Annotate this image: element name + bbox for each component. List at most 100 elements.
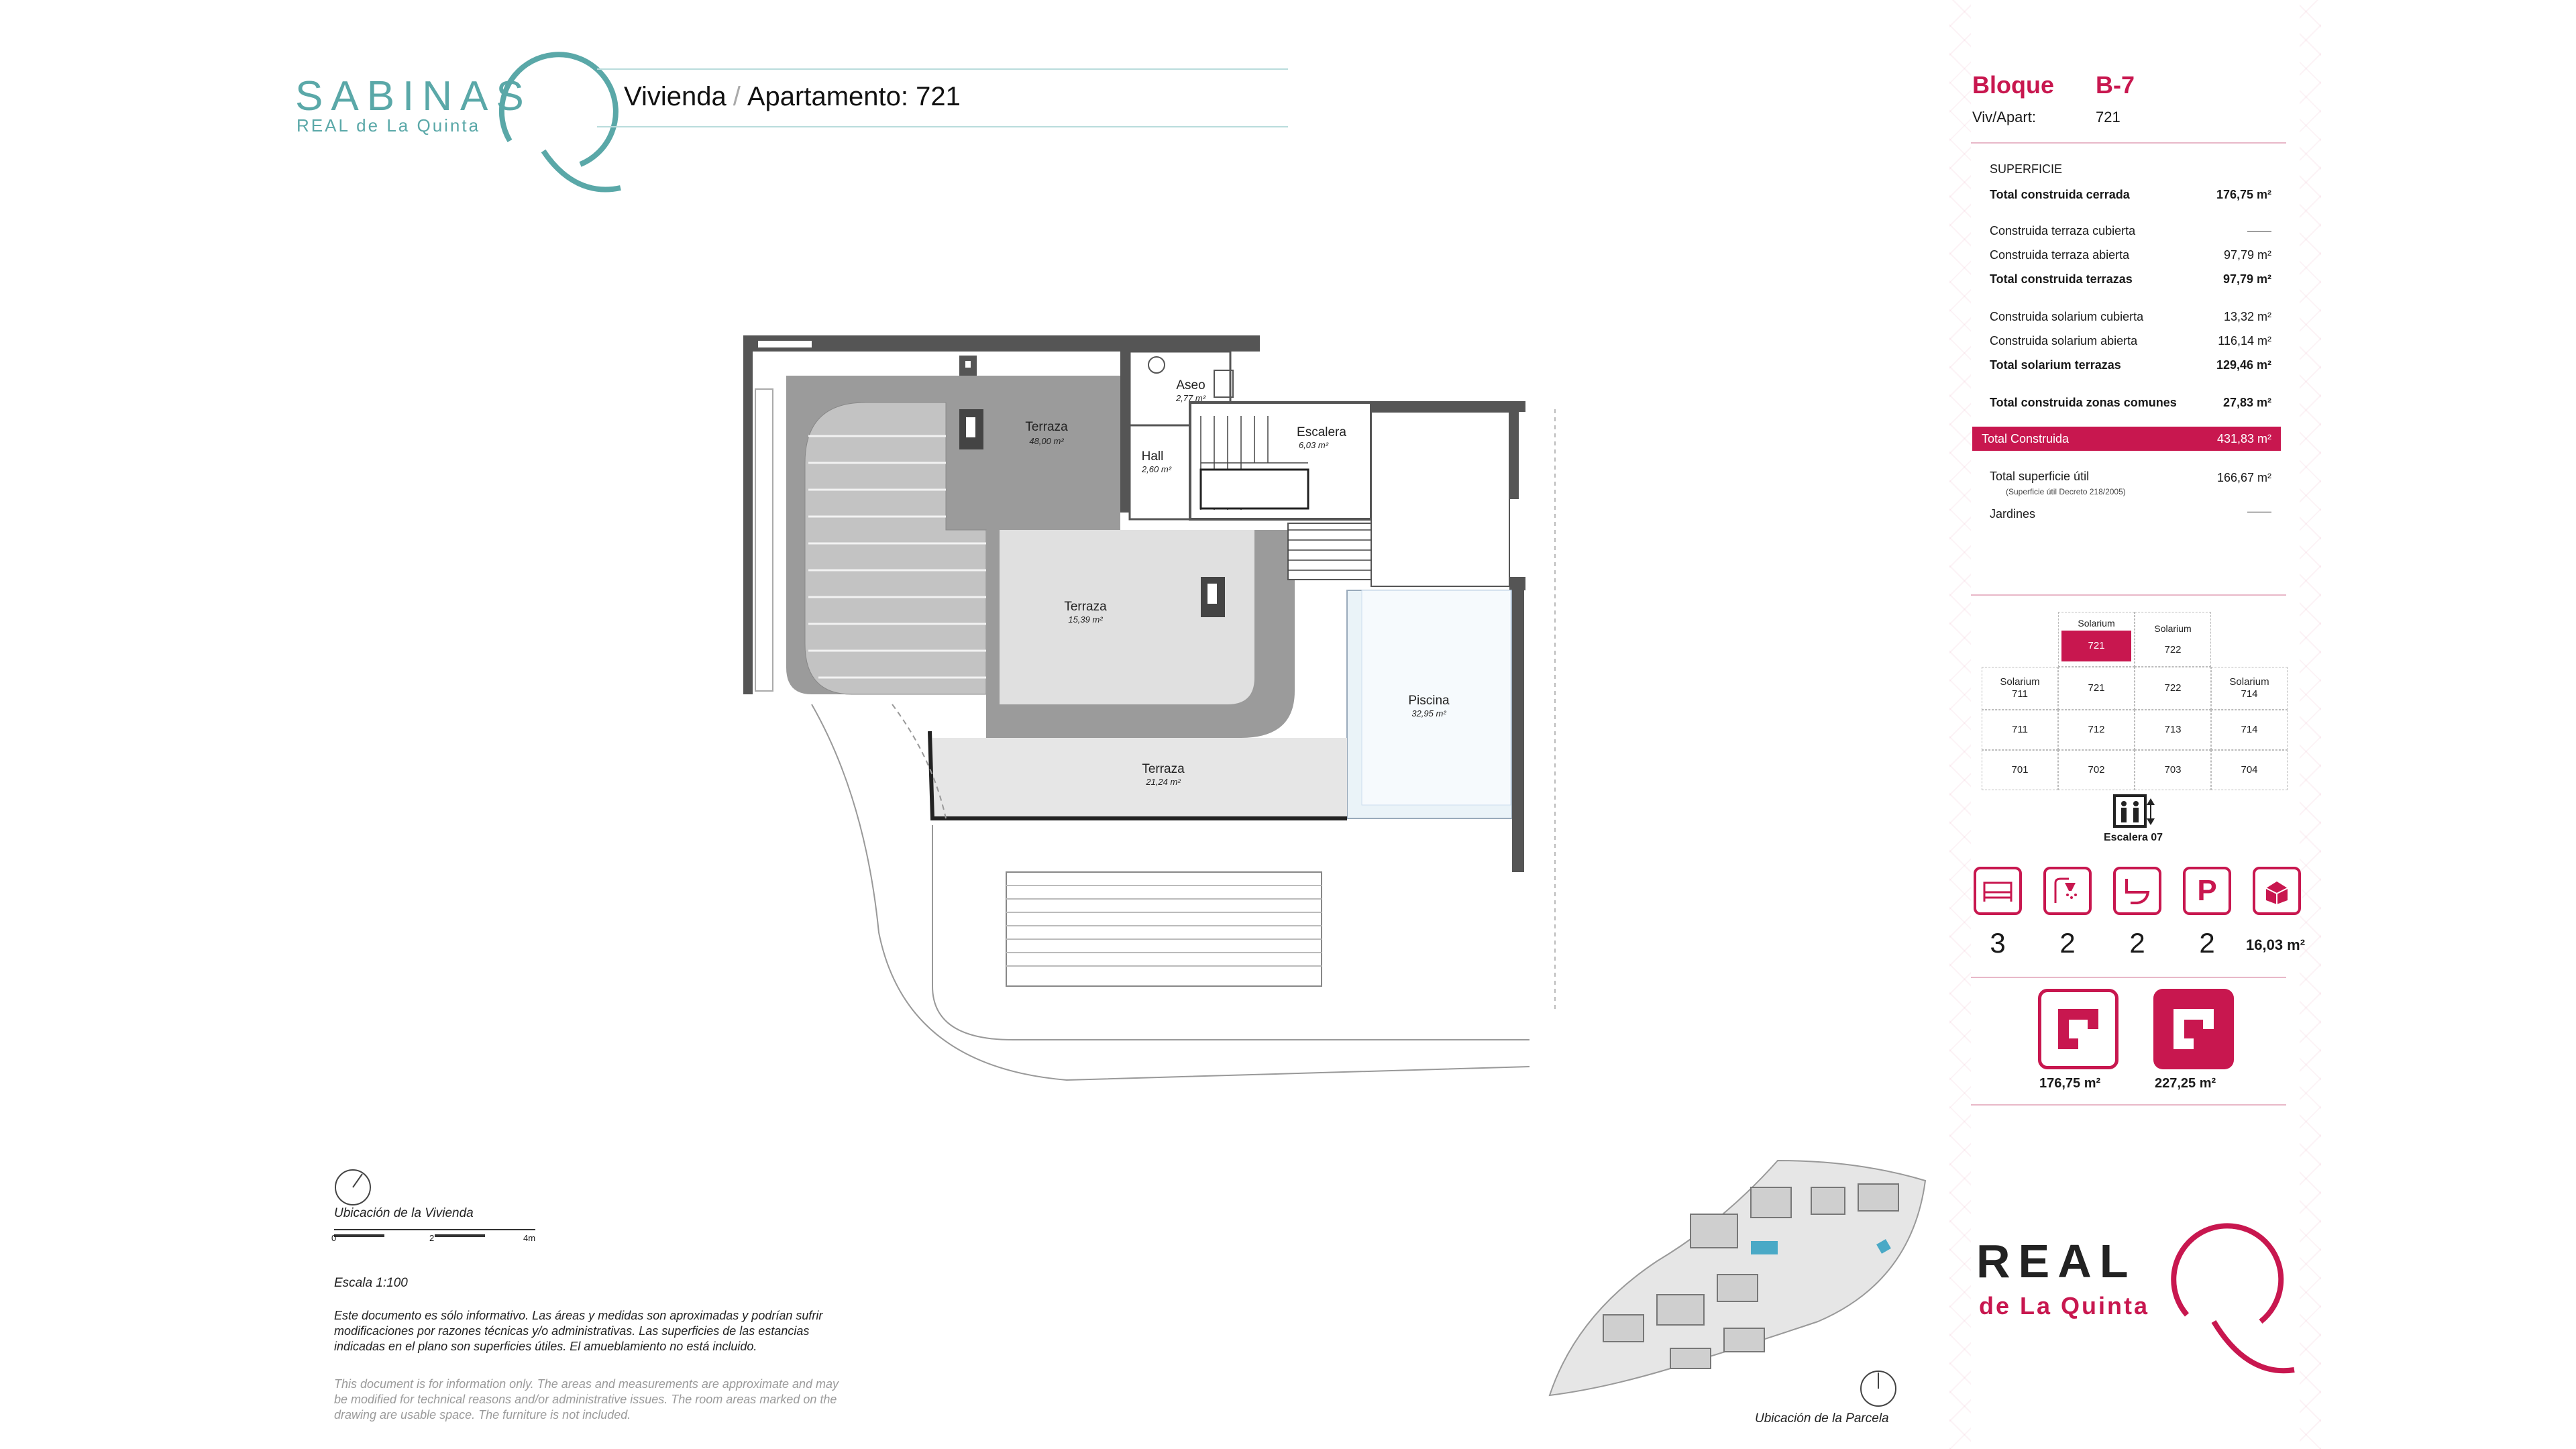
- row-value-solarium-abierta: 116,14 m²: [2218, 334, 2271, 347]
- apartamento-label: Apartamento:: [747, 82, 908, 111]
- row-label-terraza-cubierta: Construida terraza cubierta: [1990, 224, 2136, 237]
- north-arrow-icon: [335, 1169, 371, 1205]
- ubicacion-parcela-label: Ubicación de la Parcela: [1755, 1411, 1889, 1426]
- disclaimer-en: This document is for information only. T…: [334, 1377, 839, 1421]
- grid-cell-active-721: 721: [2061, 631, 2131, 661]
- bed-icon: [1974, 867, 2022, 915]
- escala-label: Escala 1:100: [334, 1276, 408, 1290]
- bloque-value: B-7: [2096, 71, 2135, 99]
- row-value-solarium-cubierta: 13,32 m²: [2223, 310, 2271, 323]
- grid-cell-solarium-722: Solarium 722: [2135, 612, 2211, 667]
- bloque-label: Bloque: [1972, 71, 2054, 99]
- real-q-logo-icon: [2171, 1223, 2295, 1374]
- row-value-cerrada: 176,75 m²: [2216, 188, 2271, 201]
- total-construida-bar: Total Construida 431,83 m²: [1972, 427, 2281, 451]
- toilet-icon: [2113, 867, 2161, 915]
- storage-icon: [2253, 867, 2301, 915]
- row-label-solarium-abierta: Construida solarium abierta: [1990, 334, 2138, 347]
- real-logo-sub: de La Quinta: [1979, 1292, 2150, 1320]
- room-label-escalera: Escalera: [1297, 425, 1346, 439]
- shower-icon: [2043, 867, 2092, 915]
- header-rule-bottom: [597, 126, 1288, 127]
- header-rule-top: [597, 68, 1288, 70]
- panel-divider-1: [1971, 142, 2286, 144]
- showers-count: 2: [2059, 927, 2076, 959]
- built-area-icon: [2038, 989, 2118, 1069]
- grid-cell-701: 701: [1982, 750, 2058, 790]
- room-label-terraza-1: Terraza: [1025, 420, 1068, 434]
- brand-name: SABINAS: [295, 73, 532, 119]
- row-label-solarium-cubierta: Construida solarium cubierta: [1990, 310, 2144, 323]
- real-logo-word: REAL: [1976, 1235, 2137, 1287]
- room-label-aseo: Aseo: [1176, 378, 1205, 392]
- grid-cell-solarium-721: Solarium 721: [2058, 612, 2135, 667]
- apartment-number: 721: [916, 82, 961, 111]
- row-value-terraza-cubierta: ——: [2247, 224, 2271, 237]
- grid-cell-704: 704: [2211, 750, 2288, 790]
- jardines-value: ——: [2247, 504, 2271, 518]
- panel-divider-3: [1971, 977, 2286, 978]
- viv-value: 721: [2096, 109, 2121, 125]
- grid-cell-702: 702: [2058, 750, 2135, 790]
- info-panel: [1971, 0, 2300, 1449]
- total-construida-label: Total Construida: [1982, 432, 2070, 445]
- grid-cell-721: 721: [2058, 667, 2135, 710]
- grid-cell-713: 713: [2135, 710, 2211, 750]
- total-area-icon: [2153, 989, 2234, 1069]
- util-value: 166,67 m²: [2216, 471, 2271, 484]
- grid-cell-711: 711: [1982, 710, 2058, 750]
- ubicacion-vivienda-label: Ubicación de la Vivienda: [334, 1206, 474, 1220]
- site-location-map: [1548, 1159, 1927, 1397]
- room-label-piscina: Piscina: [1408, 694, 1450, 708]
- row-value-total-solarium: 129,46 m²: [2216, 358, 2271, 372]
- row-label-total-terrazas: Total construida terrazas: [1990, 272, 2133, 286]
- row-label-total-solarium: Total solarium terrazas: [1990, 358, 2121, 372]
- row-label-terraza-abierta: Construida terraza abierta: [1990, 248, 2130, 262]
- room-label-terraza-2: Terraza: [1064, 600, 1107, 614]
- grid-cell-722: 722: [2135, 667, 2211, 710]
- brand-q-logo-icon: [498, 52, 621, 193]
- panel-divider-4: [1971, 1104, 2286, 1106]
- disclaimer-es: Este documento es sólo informativo. Las …: [334, 1309, 823, 1353]
- room-area-piscina: 32,95 m²: [1411, 708, 1446, 718]
- scale-tick-2: 2: [429, 1233, 435, 1243]
- page-title: Vivienda/Apartamento: 721: [624, 82, 961, 111]
- escalera-label: Escalera 07: [2104, 832, 2163, 843]
- util-label: Total superficie útil: [1990, 470, 2090, 483]
- toilets-count: 2: [2129, 927, 2145, 959]
- bedrooms-count: 3: [1990, 927, 2006, 959]
- row-value-zonas-comunes: 27,83 m²: [2222, 396, 2271, 409]
- parking-count: 2: [2199, 927, 2215, 959]
- vivienda-label: Vivienda: [624, 82, 727, 111]
- room-area-terraza-1: 48,00 m²: [1029, 436, 1064, 446]
- brand-subtitle: REAL de La Quinta: [297, 115, 481, 136]
- total-area-value: 227,25 m²: [2155, 1076, 2216, 1091]
- util-note: (Superficie útil Decreto 218/2005): [2006, 487, 2126, 496]
- built-area-value: 176,75 m²: [2039, 1076, 2101, 1091]
- storage-area: 16,03 m²: [2246, 936, 2306, 953]
- room-area-terraza-3: 21,24 m²: [1145, 777, 1181, 787]
- viv-label: Viv/Apart:: [1972, 109, 2036, 125]
- grid-cell-703: 703: [2135, 750, 2211, 790]
- scale-tick-0: 0: [331, 1233, 337, 1243]
- room-label-terraza-3: Terraza: [1142, 762, 1185, 776]
- room-area-aseo: 2,77 m²: [1175, 393, 1206, 403]
- panel-divider-2: [1971, 594, 2286, 596]
- elevator-icon: [2113, 794, 2155, 828]
- row-label-zonas-comunes: Total construida zonas comunes: [1990, 396, 2177, 409]
- row-value-terraza-abierta: 97,79 m²: [2223, 248, 2271, 262]
- row-label-cerrada: Total construida cerrada: [1990, 188, 2130, 201]
- room-area-terraza-2: 15,39 m²: [1068, 614, 1103, 625]
- scale-bar-ticks: [334, 1234, 535, 1237]
- parking-icon: P: [2183, 867, 2231, 915]
- room-area-escalera: 6,03 m²: [1299, 440, 1329, 450]
- superficie-heading: SUPERFICIE: [1990, 162, 2063, 176]
- total-construida-value: 431,83 m²: [2216, 432, 2271, 445]
- room-label-hall: Hall: [1142, 449, 1164, 464]
- grid-cell-714: 714: [2211, 710, 2288, 750]
- row-value-total-terrazas: 97,79 m²: [2222, 272, 2271, 286]
- grid-cell-712: 712: [2058, 710, 2135, 750]
